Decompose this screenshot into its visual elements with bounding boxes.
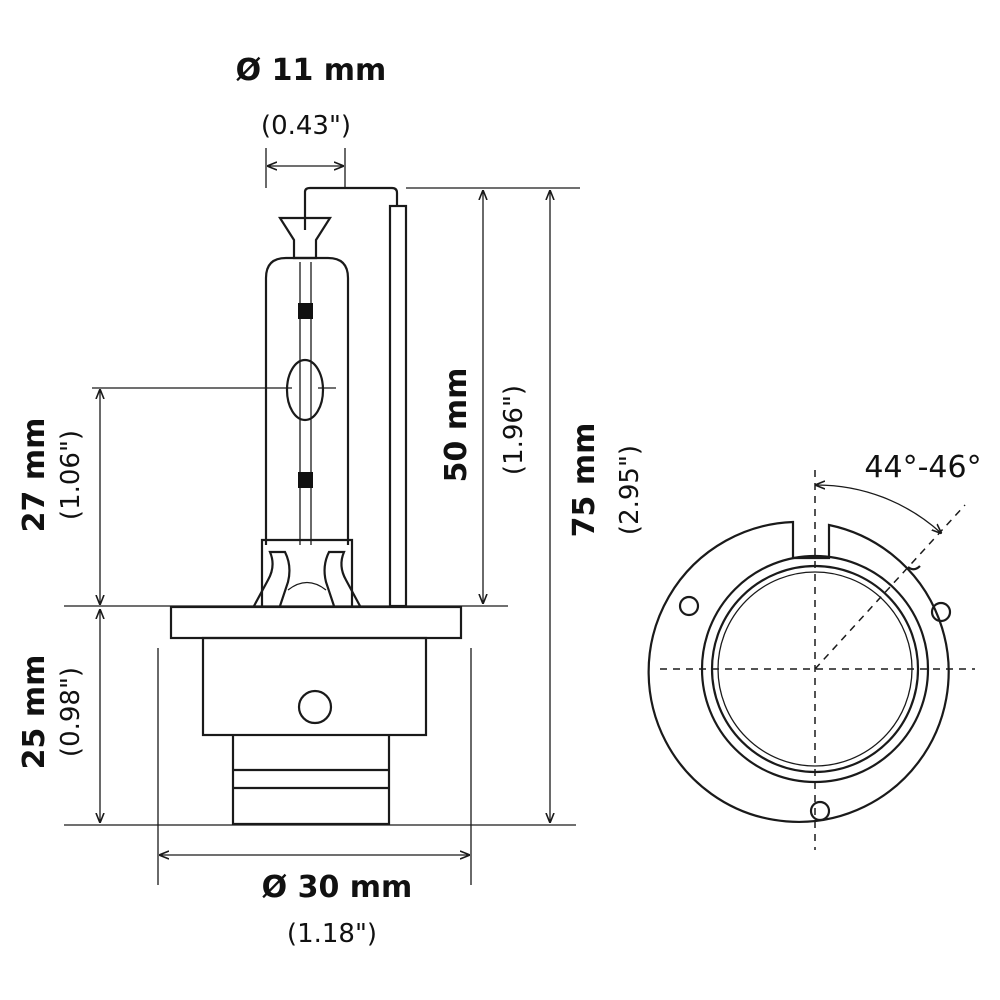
dimension-base-diameter: Ø 30 mm (1.18") [157,648,472,949]
dimension-base-height: 25 mm (0.98") [17,605,576,826]
angle-arc [816,485,941,533]
return-wire-rod [388,204,408,608]
tip-diameter-imperial: (0.43") [261,111,351,141]
lead-wire [303,186,399,230]
electrode-upper [298,303,313,319]
mount-hole-right [930,601,952,623]
flange-outline [647,520,950,823]
bulb-end-view: 44°-46° [647,450,982,850]
tube-collar [260,538,354,606]
arc-capsule [285,358,325,422]
bulb-side-view [169,186,463,826]
base-connector [231,735,391,826]
base-diameter-imperial: (1.18") [287,919,377,949]
glass-tube [264,256,350,545]
base-hole [297,689,333,725]
base-body [201,636,428,737]
base-diameter-metric: Ø 30 mm [262,870,413,905]
electrode-lower [298,472,313,488]
mount-hole-left [678,595,700,617]
arc-height-imperial: (1.06") [56,430,86,520]
tube-height-metric: 50 mm [439,368,474,483]
dimension-total-height: 75 mm (2.95") [550,191,645,822]
mount-hole-bottom [809,800,831,822]
arc-height-metric: 27 mm [17,418,52,533]
tube-height-imperial: (1.96") [499,385,529,475]
total-height-imperial: (2.95") [615,445,645,535]
total-height-metric: 75 mm [567,423,602,538]
base-height-metric: 25 mm [17,655,52,770]
dimension-arc-height: 27 mm (1.06") [17,387,336,604]
base-flange [169,605,463,640]
dimension-tube-height: 50 mm (1.96") [406,187,580,603]
dimension-tip-diameter: Ø 11 mm (0.43") [236,53,387,188]
key-angle-label: 44°-46° [864,450,981,485]
base-height-imperial: (0.98") [56,667,86,757]
tip-diameter-metric: Ø 11 mm [236,53,387,88]
